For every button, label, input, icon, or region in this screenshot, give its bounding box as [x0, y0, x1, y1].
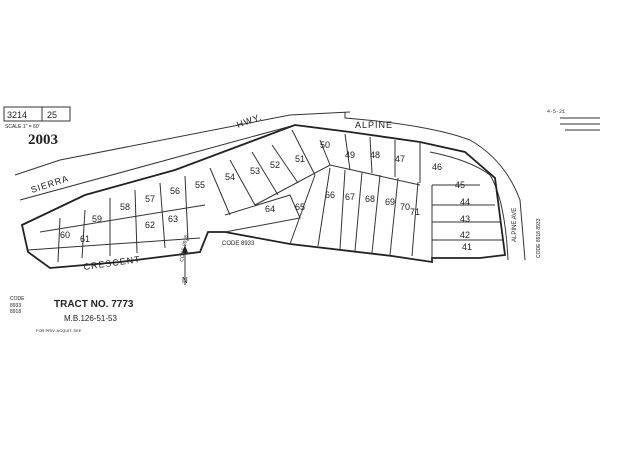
lot-number: 66 [325, 190, 335, 200]
lot-number: 47 [395, 154, 405, 164]
lot-number: 65 [295, 202, 305, 212]
lot-number: 60 [60, 230, 70, 240]
lot-number: 62 [145, 220, 155, 230]
alpine-label: ALPINE [355, 120, 393, 130]
alpine-road-north [344, 112, 526, 261]
lot-lines [27, 129, 503, 263]
scale-note: SCALE 1" = 60' [5, 124, 40, 130]
lot-number: 43 [460, 214, 470, 224]
lot-number: 48 [370, 150, 380, 160]
map-number: 2003 [28, 132, 58, 148]
lot-number: 52 [270, 160, 280, 170]
lot-number: 57 [145, 194, 155, 204]
left-code-number-1: 8933 [10, 303, 21, 309]
lot-number: 68 [365, 194, 375, 204]
tract-title: TRACT NO. 7773 [54, 299, 134, 310]
tract-book-ref: M.B.126-51-53 [64, 314, 117, 323]
lot-number: 45 [455, 180, 465, 190]
lot-number: 71 [410, 207, 420, 217]
lot-number: 70 [400, 202, 410, 212]
revision-note: 4-5-21 [547, 109, 565, 115]
lot-number: 64 [265, 204, 275, 214]
lot-number: 44 [460, 197, 470, 207]
left-code-label: CODE [10, 296, 25, 302]
lot-number: 55 [195, 180, 205, 190]
crescent-label: CRESCENT [83, 254, 141, 272]
book-page-box [3, 106, 71, 122]
lot-number: 50 [320, 140, 330, 150]
left-code-number-2: 8918 [10, 309, 21, 315]
lot-number: 56 [170, 186, 180, 196]
lot-number: 59 [92, 214, 102, 224]
lot-number: 41 [462, 242, 472, 252]
highway-north-edge [59, 111, 351, 161]
highway-label: HWY. [235, 111, 263, 129]
north-label: N [182, 276, 188, 285]
right-code-label: CODE 8918 8933 [536, 218, 542, 258]
lot-number: 53 [250, 166, 260, 176]
footer-note: FOR PRIV. ACQUIT. SEE [36, 328, 82, 333]
lot-number: 67 [345, 192, 355, 202]
lot-number: 69 [385, 197, 395, 207]
lot-number: 51 [295, 154, 305, 164]
page-number: 25 [47, 110, 57, 120]
book-page-number: 3214 [7, 110, 27, 120]
lot-number: 58 [120, 202, 130, 212]
code-8933-label: CODE 8933 [222, 241, 255, 247]
lot-number: 42 [460, 230, 470, 240]
lot-number-group: 59 58 57 56 55 54 53 52 51 50 49 48 47 46 45 44 43 42 41 60… [60, 140, 472, 252]
tract-boundary [20, 124, 507, 269]
lot-number: 49 [345, 150, 355, 160]
lot-number: 61 [80, 234, 90, 244]
lot-number: 63 [168, 214, 178, 224]
alpine-ave-label: ALPINE AVE [512, 208, 518, 242]
lot-number: 46 [432, 162, 442, 172]
highway-south-edge [19, 124, 296, 201]
alpine-road-south [429, 151, 509, 261]
lot-number: 54 [225, 172, 235, 182]
